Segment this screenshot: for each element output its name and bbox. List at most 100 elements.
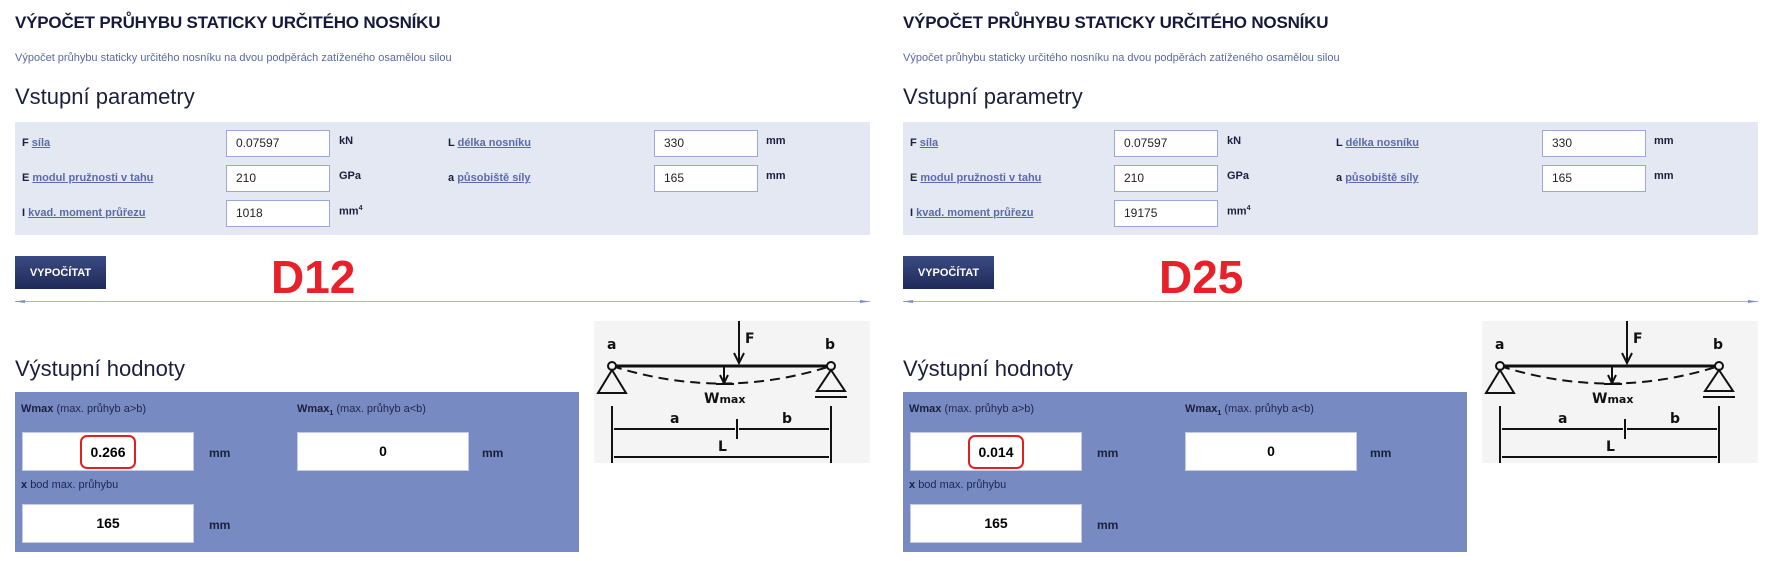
diagram-label-force: F xyxy=(745,331,755,347)
length-unit: mm xyxy=(1654,135,1674,147)
wmax-output: 0.266 xyxy=(22,432,194,471)
desc: (max. průhyb a>b) xyxy=(944,403,1035,415)
position-link[interactable]: působiště síly xyxy=(457,172,531,184)
modulus-input[interactable]: 210 xyxy=(226,165,330,192)
symbol: a xyxy=(1336,172,1343,184)
length-link[interactable]: délka nosníku xyxy=(1345,137,1419,149)
diagram-label-a-span: a xyxy=(670,411,679,427)
divider-arrow-line xyxy=(15,300,870,303)
calculate-button[interactable]: VYPOČÍTAT xyxy=(903,256,994,289)
length-label: L délka nosníku xyxy=(448,137,531,149)
moment-link[interactable]: kvad. moment průřezu xyxy=(28,207,146,219)
unit-text: mm xyxy=(339,205,359,218)
symbol: Wmax xyxy=(21,403,54,415)
wmax1-label: Wmax1 (max. průhyb a<b) xyxy=(297,403,426,417)
moment-input[interactable]: 1018 xyxy=(226,200,330,227)
moment-unit: mm4 xyxy=(1227,205,1250,218)
diagram-label-a-span: a xyxy=(1558,411,1567,427)
diagram-label-b: b xyxy=(1713,337,1723,353)
annotation-label: D12 xyxy=(271,251,356,303)
position-input[interactable]: 165 xyxy=(1542,165,1646,192)
unit-exponent: 4 xyxy=(358,205,363,212)
force-input[interactable]: 0.07597 xyxy=(226,130,330,157)
x-label: x bod max. průhybu xyxy=(909,479,1006,491)
wmax1-label: Wmax1 (max. průhyb a<b) xyxy=(1185,403,1314,417)
page-subtitle: Výpočet průhybu staticky určitého nosník… xyxy=(903,52,1340,64)
outputs-heading: Výstupní hodnoty xyxy=(903,356,1074,381)
force-unit: kN xyxy=(339,135,354,147)
force-link[interactable]: síla xyxy=(919,137,939,149)
symbol: Wmax xyxy=(909,403,942,415)
subscript: 1 xyxy=(1217,410,1222,418)
position-input[interactable]: 165 xyxy=(654,165,758,192)
page-subtitle: Výpočet průhybu staticky určitého nosník… xyxy=(15,52,452,64)
diagram-label-a: a xyxy=(607,337,616,353)
calculator-panel: VÝPOČET PRŮHYBU STATICKY URČITÉHO NOSNÍK… xyxy=(0,0,870,561)
w: W xyxy=(704,391,719,407)
symbol: L xyxy=(1336,137,1343,149)
beam-diagram: a b F Wmax a b L xyxy=(1482,321,1758,463)
wmax-label: Wmax (max. průhyb a>b) xyxy=(909,403,1034,415)
wmax1-output: 0 xyxy=(297,432,469,471)
moment-input[interactable]: 19175 xyxy=(1114,200,1218,227)
length-link[interactable]: délka nosníku xyxy=(457,137,531,149)
modulus-link[interactable]: modul pružnosti v tahu xyxy=(32,172,154,184)
wmax-value-highlight: 0.014 xyxy=(968,435,1024,469)
modulus-unit: GPa xyxy=(339,170,362,182)
modulus-label: E modul pružnosti v tahu xyxy=(22,172,153,184)
modulus-label: E modul pružnosti v tahu xyxy=(910,172,1041,184)
wmax1-unit: mm xyxy=(482,446,504,460)
calculator-panel: VÝPOČET PRŮHYBU STATICKY URČITÉHO NOSNÍK… xyxy=(888,0,1758,561)
wmax-label: Wmax (max. průhyb a>b) xyxy=(21,403,146,415)
wmax-unit: mm xyxy=(1097,446,1119,460)
moment-label: I kvad. moment průřezu xyxy=(910,207,1033,219)
max: max xyxy=(1607,393,1633,406)
diagram-label-length: L xyxy=(718,439,727,455)
length-input[interactable]: 330 xyxy=(1542,130,1646,157)
diagram-label-w: Wmax xyxy=(704,391,745,407)
wmax-unit: mm xyxy=(209,446,231,460)
page-title: VÝPOČET PRŮHYBU STATICKY URČITÉHO NOSNÍK… xyxy=(903,13,1329,32)
w: W xyxy=(1592,391,1607,407)
force-unit: kN xyxy=(1227,135,1242,147)
force-link[interactable]: síla xyxy=(31,137,51,149)
moment-link[interactable]: kvad. moment průřezu xyxy=(916,207,1034,219)
wmax-value-highlight: 0.266 xyxy=(80,435,136,469)
position-unit: mm xyxy=(766,170,786,182)
moment-label: I kvad. moment průřezu xyxy=(22,207,145,219)
moment-unit: mm4 xyxy=(339,205,362,218)
max: max xyxy=(719,393,745,406)
symbol: F xyxy=(22,137,29,149)
diagram-label-w: Wmax xyxy=(1592,391,1633,407)
page-title: VÝPOČET PRŮHYBU STATICKY URČITÉHO NOSNÍK… xyxy=(15,13,441,32)
beam-diagram: a b F Wmax a b L xyxy=(594,321,870,463)
inputs-heading: Vstupní parametry xyxy=(15,84,195,109)
length-label: L délka nosníku xyxy=(1336,137,1419,149)
symbol: Wmax xyxy=(297,403,330,415)
symbol: Wmax xyxy=(1185,403,1218,415)
calculate-button[interactable]: VYPOČÍTAT xyxy=(15,256,106,289)
symbol: E xyxy=(22,172,30,184)
force-input[interactable]: 0.07597 xyxy=(1114,130,1218,157)
modulus-input[interactable]: 210 xyxy=(1114,165,1218,192)
diagram-label-b-span: b xyxy=(782,411,792,427)
length-input[interactable]: 330 xyxy=(654,130,758,157)
position-label: a působiště síly xyxy=(448,172,531,184)
x-unit: mm xyxy=(209,518,231,532)
diagram-label-force: F xyxy=(1633,331,1643,347)
wmax1-unit: mm xyxy=(1370,446,1392,460)
desc: (max. průhyb a<b) xyxy=(1224,403,1314,415)
symbol: I xyxy=(22,207,26,219)
divider-arrow-line xyxy=(903,300,1758,303)
symbol: F xyxy=(910,137,917,149)
modulus-link[interactable]: modul pružnosti v tahu xyxy=(920,172,1042,184)
subscript: 1 xyxy=(329,410,334,418)
desc: (max. průhyb a<b) xyxy=(336,403,426,415)
diagram-label-b-span: b xyxy=(1670,411,1680,427)
diagram-label-b: b xyxy=(825,337,835,353)
unit-exponent: 4 xyxy=(1246,205,1251,212)
x-output: 165 xyxy=(22,504,194,543)
inputs-heading: Vstupní parametry xyxy=(903,84,1083,109)
symbol: E xyxy=(910,172,918,184)
position-link[interactable]: působiště síly xyxy=(1345,172,1419,184)
